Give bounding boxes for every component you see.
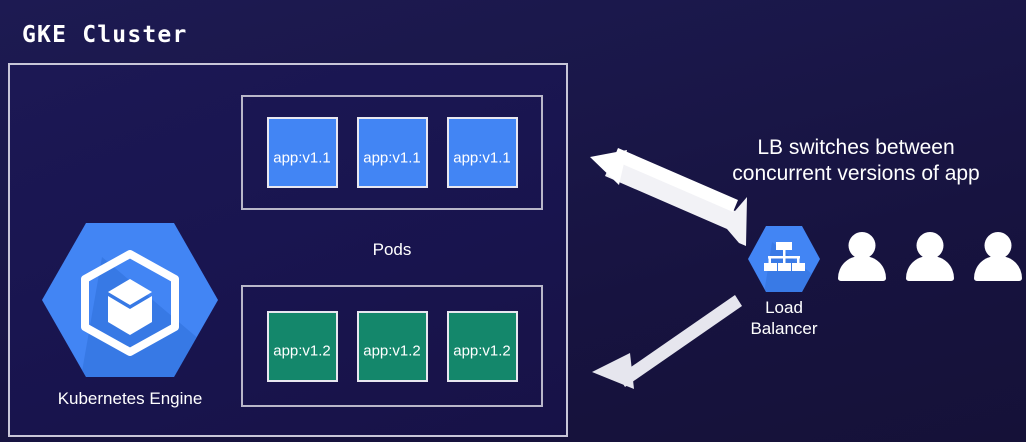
annotation-line-1: LB switches between — [757, 136, 955, 159]
arrow-to-v12-pods — [592, 295, 742, 389]
user-body — [906, 256, 954, 281]
load-balancer-label-line-1: Load — [765, 298, 803, 317]
pod-label: app:v1.1 — [363, 149, 421, 167]
load-balancer-node: Load Balancer — [731, 224, 837, 340]
pod-v11-3[interactable]: app:v1.1 — [446, 117, 518, 188]
user-icon — [906, 232, 954, 282]
kubernetes-engine-label: Kubernetes Engine — [57, 389, 203, 408]
pod-label: app:v1.1 — [453, 149, 511, 167]
pod-row: app:v1.1 app:v1.1 app:v1.1 — [243, 97, 541, 208]
pod-v11-1[interactable]: app:v1.1 — [266, 117, 338, 188]
pod-v12-1[interactable]: app:v1.2 — [266, 310, 338, 382]
user-body — [838, 256, 886, 281]
pod-label: app:v1.2 — [273, 342, 331, 360]
users-group — [838, 232, 1022, 282]
load-balancer-label-line-2: Balancer — [750, 319, 818, 339]
load-balancer-label: Load Balancer — [731, 297, 837, 340]
pod-label: app:v1.2 — [453, 342, 511, 360]
user-head — [848, 232, 876, 259]
user-head — [916, 232, 944, 259]
pods-caption: Pods — [372, 240, 412, 259]
pod-group-v11: app:v1.1 app:v1.1 app:v1.1 — [241, 95, 543, 210]
user-body — [974, 256, 1022, 281]
pod-v11-2[interactable]: app:v1.1 — [356, 117, 428, 188]
gke-cluster-boundary: Kubernetes Engine app:v1.1 app:v1.1 app:… — [8, 63, 568, 437]
user-icon — [974, 232, 1022, 282]
page-title: GKE Cluster — [22, 22, 188, 48]
pod-group-v12: app:v1.2 app:v1.2 app:v1.2 — [241, 285, 543, 407]
annotation-text: LB switches between concurrent versions … — [686, 135, 1026, 186]
kubernetes-engine-hexagon-icon — [40, 217, 220, 383]
user-head — [984, 232, 1012, 259]
kubernetes-engine-node: Kubernetes Engine — [35, 217, 225, 409]
annotation-line-2: concurrent versions of app — [732, 161, 980, 185]
load-balancer-hexagon-icon — [746, 224, 822, 294]
user-icon — [838, 232, 886, 282]
pod-label: app:v1.1 — [273, 149, 331, 167]
pod-label: app:v1.2 — [363, 342, 421, 360]
pod-v12-2[interactable]: app:v1.2 — [356, 310, 428, 382]
pod-row: app:v1.2 app:v1.2 app:v1.2 — [243, 287, 541, 405]
pod-v12-3[interactable]: app:v1.2 — [446, 310, 518, 382]
